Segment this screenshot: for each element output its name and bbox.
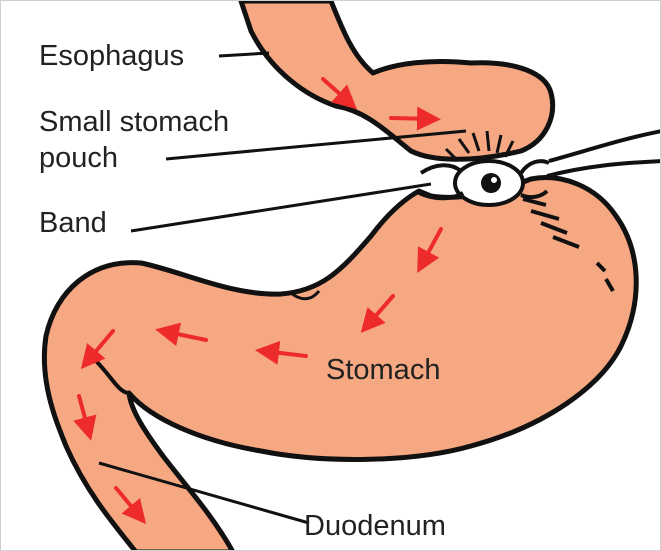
duodenum-label: Duodenum — [304, 509, 446, 543]
small-stomach-pouch-label: Small stomach pouch — [39, 104, 299, 176]
esophagus-label: Esophagus — [39, 39, 184, 73]
stomach-label: Stomach — [326, 353, 440, 387]
band-label: Band — [39, 206, 107, 240]
